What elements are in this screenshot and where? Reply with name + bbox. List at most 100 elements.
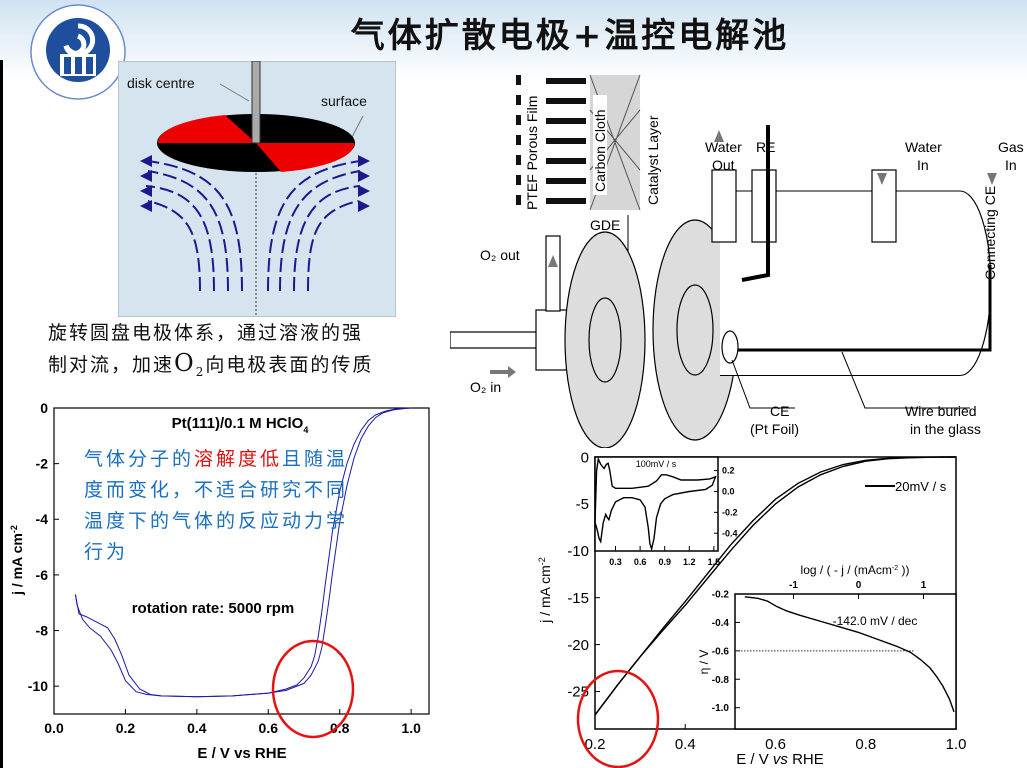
y-tick-label: -5: [576, 496, 589, 513]
y-tick-label: -25: [567, 684, 589, 701]
label-gde: GDE: [590, 217, 620, 233]
caption-line-2: 制对流，加速O2向电极表面的传质: [48, 348, 448, 387]
caption-o2: O: [174, 349, 196, 377]
y-tick-label: -20: [567, 637, 589, 654]
y-tick-label: -0.8: [712, 675, 730, 686]
label-pt-foil: (Pt Foil): [750, 421, 799, 437]
left-border: [0, 60, 3, 768]
series-line-1-1: [594, 456, 957, 716]
y-tick-label: -0.4: [722, 528, 738, 538]
label-ce: CE: [770, 403, 789, 419]
x-tick-label: 0.6: [634, 557, 647, 567]
label-gas-in: Gas: [998, 139, 1024, 155]
label-ptef: PTEF Porous Film: [524, 96, 540, 210]
x-tick-label: 0.6: [765, 736, 786, 753]
x-tick-label: 1.0: [946, 736, 967, 753]
rde-caption: 旋转圆盘电极体系，通过溶液的强 制对流，加速O2向电极表面的传质: [48, 318, 448, 387]
y-tick-label: -15: [567, 590, 589, 607]
label-surface: surface: [321, 93, 367, 109]
x-tick-label: 0.4: [675, 736, 696, 753]
plot-frame-2: [594, 456, 719, 552]
y-tick-label: -0.2: [712, 590, 730, 601]
y-tick-label: 0: [40, 400, 48, 416]
chart-labels: Pt(111)/0.1 M HClO4 rotation rate: 5000 …: [9, 415, 947, 768]
left-chart-ylabel: j / mA cm-2: [9, 525, 25, 596]
label-wire-2: in the glass: [910, 421, 981, 437]
flow-lines: [145, 160, 361, 292]
y-tick-label: -0.4: [712, 618, 730, 629]
x-tick-label: 0.8: [855, 736, 876, 753]
tafel-ylabel: η / V: [697, 650, 711, 675]
flow-arrow-icons: [490, 130, 997, 378]
arrow-icons: [140, 155, 370, 212]
label-water-in-2: In: [917, 157, 929, 173]
label-o2-in: O₂ in: [470, 379, 501, 395]
slide-title: 气体扩散电极+温控电解池: [350, 16, 790, 56]
y-tick-label: -8: [36, 622, 49, 638]
x-tick-label: 0.8: [330, 720, 350, 736]
caption-line-1: 旋转圆盘电极体系，通过溶液的强: [48, 322, 364, 344]
y-tick-label: -4: [36, 511, 49, 527]
y-tick-label: -0.2: [722, 508, 738, 518]
caption-text: 制对流，加速: [48, 354, 175, 376]
left-chart-xlabel: E / V vs RHE: [197, 745, 286, 762]
y-tick-label: -6: [36, 567, 49, 583]
label-gas-in-2: In: [1005, 157, 1017, 173]
x-tick-label: 1: [921, 580, 927, 591]
series-line-2-0: [594, 456, 717, 552]
note-text-1: 气体分子的: [84, 448, 195, 470]
x-tick-label: 0.2: [585, 736, 606, 753]
y-tick-label: 0.0: [722, 487, 735, 497]
label-connecting-ce: Connecting CE: [982, 186, 998, 280]
label-disk-centre: disk centre: [127, 75, 195, 91]
legend-label: 20mV / s: [895, 479, 947, 494]
x-tick-label: 1.5: [708, 557, 721, 567]
caption-sub: 2: [195, 364, 206, 379]
rotating-disk-electrode-diagram: disk centre surface: [118, 61, 396, 317]
label-carbon-cloth: Carbon Cloth: [592, 110, 608, 193]
y-tick-label: 0.2: [722, 466, 735, 476]
label-water-out-2: Out: [712, 157, 735, 173]
caption-text-2: 向电极表面的传质: [205, 354, 374, 376]
shaft: [251, 61, 261, 144]
label-water-in: Water: [905, 139, 942, 155]
x-tick-label: 1.0: [401, 720, 421, 736]
x-tick-label: 0.6: [259, 720, 279, 736]
y-tick-label: -0.6: [712, 646, 730, 657]
x-tick-label: 0.0: [44, 720, 64, 736]
y-tick-label: -1.0: [712, 703, 730, 714]
x-tick-label: 0.2: [116, 720, 136, 736]
note-text-red: 溶解度低: [194, 448, 283, 470]
label-wire: Wire buried: [905, 403, 977, 419]
label-o2-out: O₂ out: [480, 247, 520, 263]
series-line-3-0: [744, 596, 955, 713]
university-logo: [30, 4, 126, 100]
label-re: RE: [756, 139, 775, 155]
x-tick-label: 1.2: [683, 557, 696, 567]
right-chart-xlabel: E / V vs RHE: [736, 751, 824, 768]
y-tick-label: -10: [567, 543, 589, 560]
y-tick-label: -10: [28, 678, 48, 694]
label-catalyst: Catalyst Layer: [645, 115, 661, 205]
x-tick-label: 0.4: [187, 720, 207, 736]
left-chart-annotation: rotation rate: 5000 rpm: [132, 600, 295, 617]
gas-diffusion-cell-diagram: PTEF Porous Film Carbon Cloth Catalyst L…: [450, 74, 1024, 448]
plot-frame-3: [734, 593, 957, 730]
x-tick-label: 0.9: [658, 557, 671, 567]
note-text-2: 且随温度而变化，不适合研究不同温度下的气体的反应动力学行为: [84, 448, 349, 563]
tafel-annotation: -142.0 mV / dec: [833, 614, 918, 628]
x-tick-label: -1: [789, 580, 798, 591]
y-tick-label: -2: [36, 456, 49, 472]
cv-inset-title: 100mV / s: [636, 459, 677, 469]
plot-frame-0: [53, 407, 430, 715]
left-chart-title: Pt(111)/0.1 M HClO4: [172, 415, 309, 435]
cell-body: [450, 125, 992, 448]
right-chart-ylabel: j / mA cm-2: [537, 557, 553, 624]
x-tick-label: 0.3: [609, 557, 622, 567]
gde-layers: PTEF Porous Film Carbon Cloth Catalyst L…: [516, 74, 661, 339]
label-water-out: Water: [705, 139, 742, 155]
tafel-xlabel: log / ( - j / (mAcm-2 )): [801, 563, 910, 577]
y-tick-label: 0: [581, 449, 589, 466]
